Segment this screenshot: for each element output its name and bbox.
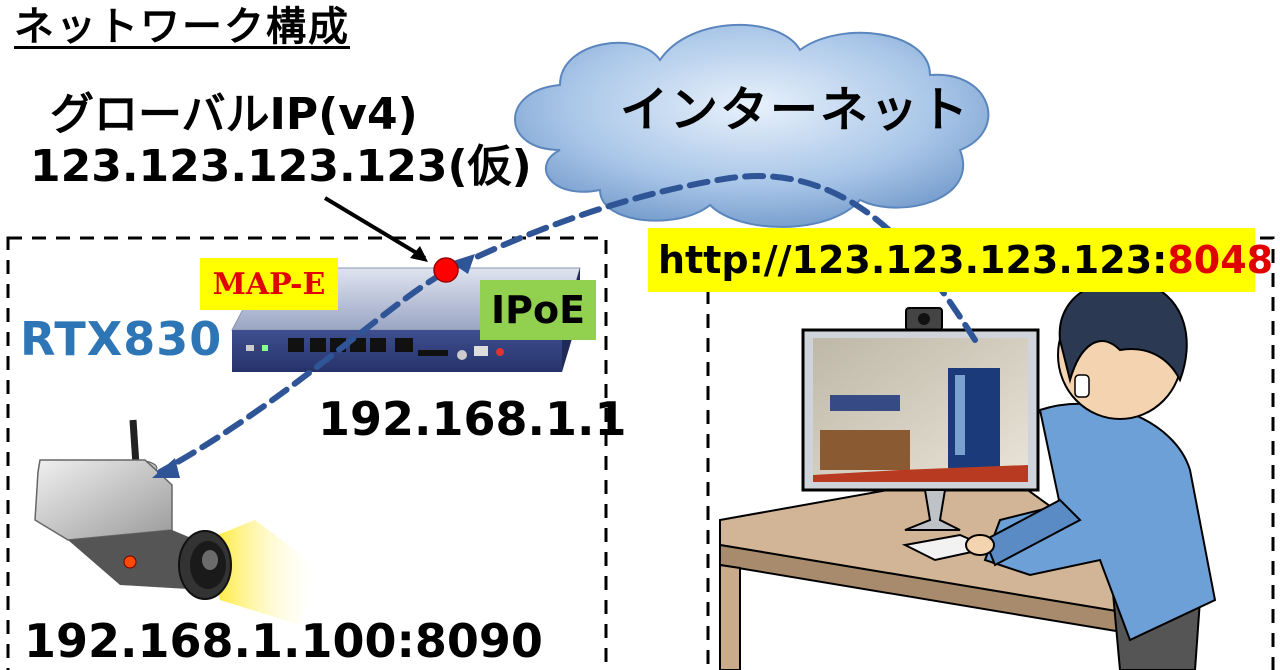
router-lan-ip: 192.168.1.1	[318, 392, 627, 446]
ipoe-badge: IPoE	[480, 280, 596, 340]
security-camera-icon	[34, 419, 322, 625]
camera-address: 192.168.1.100:8090	[24, 614, 543, 668]
global-ip-label: グローバルIP(v4)	[50, 89, 418, 140]
global-ip-marker	[433, 257, 459, 283]
router-model-label: RTX830	[20, 312, 223, 366]
url-port: 8048	[1167, 238, 1274, 282]
map-e-badge: MAP-E	[200, 258, 338, 310]
page-title: ネットワーク構成	[14, 4, 350, 50]
ip-leader-arrow	[323, 196, 427, 260]
remote-network-boundary	[706, 236, 1275, 670]
remote-url-label: http://123.123.123.123:8048	[648, 228, 1273, 292]
internet-cloud-icon	[514, 24, 990, 228]
internet-label: インターネット	[620, 82, 971, 138]
url-prefix: http://123.123.123.123:	[658, 238, 1168, 282]
global-ip-address: 123.123.123.123(仮)	[30, 141, 532, 192]
local-network-boundary	[6, 236, 608, 670]
remote-user-pc-icon	[719, 279, 1217, 670]
traffic-path-arrow	[157, 173, 978, 475]
